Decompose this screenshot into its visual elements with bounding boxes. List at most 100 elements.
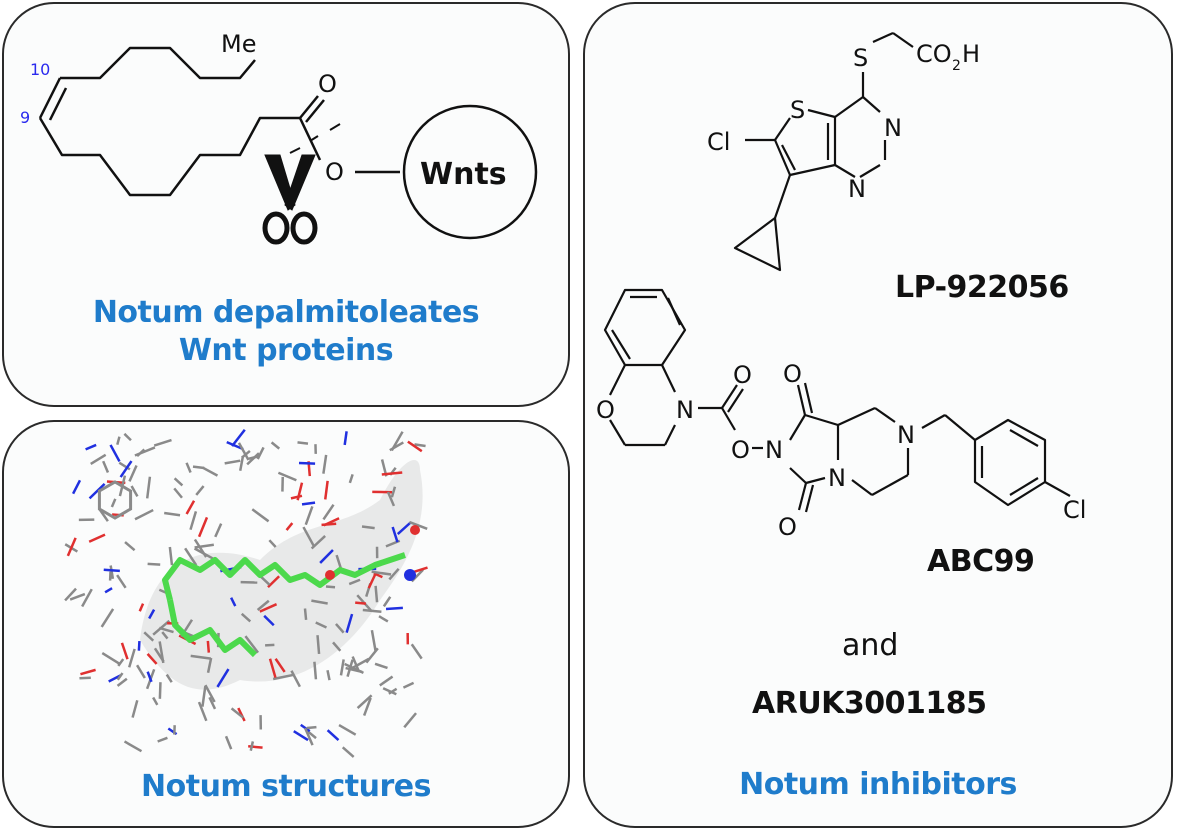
residue-bond — [277, 471, 297, 482]
residue-bond — [146, 653, 158, 665]
residue-bond — [158, 641, 165, 664]
carbonyl-bond-inner — [305, 99, 325, 123]
abc99-bridge-nitrogen: N — [828, 464, 846, 492]
residue-bond — [355, 601, 367, 605]
lp-nitrogen-2: N — [848, 175, 866, 203]
ligand-chain — [162, 552, 406, 601]
residue-bond — [69, 592, 86, 601]
residue-bond — [388, 687, 398, 695]
residue-bond — [80, 668, 96, 676]
phenyl-ring — [97, 480, 133, 520]
residue-bond — [345, 666, 363, 674]
residue-bond — [322, 454, 328, 474]
carbonyl-oxygen-label: O — [318, 70, 337, 98]
residue-bond — [381, 471, 403, 476]
residue-bond — [321, 522, 337, 527]
cleavage-dash — [309, 135, 319, 142]
ligand-nitrogen — [404, 569, 416, 581]
residue-bond — [251, 508, 270, 523]
residue-bond — [157, 736, 168, 743]
abc99-carbonyl-oxygen: O — [733, 361, 752, 389]
residue-bond — [306, 725, 317, 730]
residue-bond — [374, 585, 379, 603]
residue-bond — [66, 537, 77, 557]
residue-bond — [90, 453, 107, 466]
abc99-link-oxygen: O — [731, 436, 750, 464]
abc99-imide-nitrogen: N — [765, 436, 783, 464]
ester-oxygen-label: O — [325, 158, 344, 186]
residue-bond — [197, 701, 208, 722]
residue-bond — [206, 640, 211, 653]
wnts-circle — [402, 104, 538, 240]
carbonyl-bond — [299, 95, 319, 119]
abc99-chlorine: Cl — [1063, 496, 1086, 524]
abc99-bottom-oxygen: O — [778, 513, 797, 541]
residue-bond — [244, 635, 259, 654]
panel-inhibitors — [583, 2, 1173, 828]
residue-bond — [88, 533, 106, 543]
residue-bond — [127, 648, 136, 668]
residue-bond — [267, 575, 281, 589]
residue-bond — [361, 525, 375, 530]
double-bond-inner — [48, 87, 68, 121]
residue-bond — [345, 613, 354, 633]
residue-bond — [367, 573, 377, 589]
residue-bond — [88, 482, 106, 500]
residue-bond — [148, 608, 156, 620]
residue-bond — [116, 672, 124, 681]
ligand-oxygen — [325, 570, 335, 580]
residue-bond — [240, 612, 252, 623]
title-line-1: Notum depalmitoleates — [92, 295, 480, 330]
residue-bond — [326, 670, 331, 681]
residue-bond — [116, 436, 121, 446]
residue-bond — [119, 460, 133, 478]
residue-bond — [339, 659, 345, 676]
residue-bond — [313, 661, 318, 680]
residue-bond — [131, 699, 139, 718]
residue-bond — [102, 460, 110, 473]
residue-bond — [118, 461, 131, 471]
residue-bond — [197, 516, 209, 538]
residue-bond — [138, 603, 145, 612]
ligand-oxygen — [410, 525, 420, 535]
methyl-label: Me — [221, 30, 256, 58]
residue-bond — [128, 465, 138, 482]
residue-bond — [341, 746, 355, 758]
residue-bond — [161, 631, 169, 640]
residue-bond — [265, 643, 275, 647]
residue-bond — [116, 677, 128, 687]
residue-bond — [136, 448, 146, 458]
residue-bond — [268, 539, 277, 548]
cleavage-dash — [289, 147, 301, 154]
abc99-piperazine-nitrogen: N — [897, 421, 915, 449]
residue-bond — [315, 621, 327, 629]
ester-bond — [298, 117, 322, 161]
residue-bond — [104, 587, 113, 594]
residue-bond — [206, 657, 213, 673]
lp-acid-co: CO — [916, 40, 952, 68]
residue-bond — [204, 684, 216, 703]
residue-bond — [348, 474, 354, 484]
residue-bond — [110, 498, 117, 508]
residue-bond — [120, 642, 129, 660]
residue-bond — [263, 614, 275, 627]
residue-bond — [101, 652, 122, 666]
residue-bond — [407, 440, 423, 453]
residue-bond — [300, 723, 311, 733]
residue-bond — [414, 443, 426, 448]
cleavage-dash — [329, 123, 341, 131]
residue-bond — [249, 741, 255, 751]
residue-bond — [343, 431, 348, 446]
residue-bond — [297, 441, 309, 445]
residue-bond — [134, 508, 154, 521]
residue-bond — [402, 681, 415, 689]
residue-bond — [326, 729, 340, 742]
residue-bond — [298, 461, 316, 465]
residue-bond — [192, 465, 205, 470]
residue-bond — [201, 466, 219, 477]
residue-bond — [290, 494, 303, 500]
residue-bond — [374, 662, 388, 670]
residue-bond — [194, 543, 214, 549]
